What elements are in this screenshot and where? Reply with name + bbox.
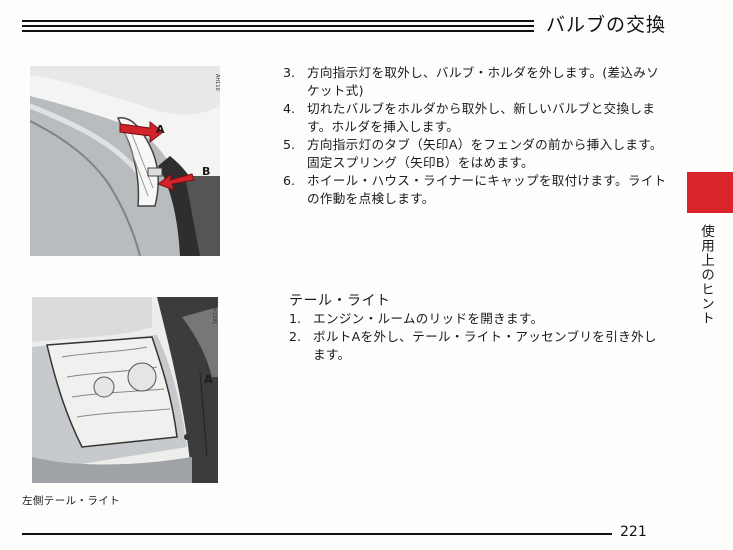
step-number: 2.	[289, 329, 302, 344]
step-number: 1.	[289, 311, 302, 326]
figure2-code: ACH1391	[211, 301, 217, 324]
step-number: 3.	[283, 65, 296, 80]
header-rule-top	[22, 20, 534, 22]
step-3: 3. 方向指示灯を取外し、バルブ・ホルダを外します。(差込みソケット式)	[283, 64, 668, 100]
header-rule-bottom	[22, 30, 534, 32]
step-number: 6.	[283, 173, 296, 188]
step-number: 5.	[283, 137, 296, 152]
step-2: 2. ボルトAを外し、テール・ライト・アッセンブリを引き外します。	[289, 328, 669, 364]
step-5: 5. 方向指示灯のタブ（矢印A）をフェンダの前から挿入します。固定スプリング（矢…	[283, 136, 668, 172]
section-tab-label: 使用上のヒント	[698, 224, 714, 326]
step-number: 4.	[283, 101, 296, 116]
step-text: ボルトAを外し、テール・ライト・アッセンブリを引き外します。	[313, 329, 657, 362]
step-text: ホイール・ハウス・ライナーにキャップを取付けます。ライトの作動を点検します。	[307, 173, 667, 206]
tail-light-steps: 1. エンジン・ルームのリッドを開きます。 2. ボルトAを外し、テール・ライト…	[289, 310, 669, 364]
section-tab-marker	[687, 172, 733, 213]
page-number: 221	[620, 524, 647, 540]
turn-signal-steps: 3. 方向指示灯を取外し、バルブ・ホルダを外します。(差込みソケット式) 4. …	[283, 64, 668, 208]
step-text: 方向指示灯のタブ（矢印A）をフェンダの前から挿入します。固定スプリング（矢印B）…	[307, 137, 663, 170]
arrow-b-label: B	[202, 165, 211, 178]
step-6: 6. ホイール・ハウス・ライナーにキャップを取付けます。ライトの作動を点検します…	[283, 172, 668, 208]
step-4: 4. 切れたバルブをホルダから取外し、新しいバルブと交換します。ホルダを挿入しま…	[283, 100, 668, 136]
footer-rule	[22, 533, 612, 535]
step-text: エンジン・ルームのリッドを開きます。	[313, 311, 544, 326]
step-text: 方向指示灯を取外し、バルブ・ホルダを外します。(差込みソケット式)	[307, 65, 660, 98]
step-text: 切れたバルブをホルダから取外し、新しいバルブと交換します。ホルダを挿入します。	[307, 101, 656, 134]
arrow-a-label: A	[156, 123, 165, 136]
step-1: 1. エンジン・ルームのリッドを開きます。	[289, 310, 669, 328]
figure1-code: AH110	[214, 74, 220, 91]
header-rule-middle	[22, 25, 534, 27]
page-title: バルブの交換	[546, 14, 667, 36]
tail-light-figure: ACH1391 A	[32, 297, 218, 483]
tail-light-heading: テール・ライト	[289, 293, 391, 309]
figure-caption: 左側テール・ライト	[22, 495, 121, 507]
turn-signal-figure: AH110 A B	[30, 66, 220, 256]
bolt-a-label: A	[204, 373, 213, 386]
